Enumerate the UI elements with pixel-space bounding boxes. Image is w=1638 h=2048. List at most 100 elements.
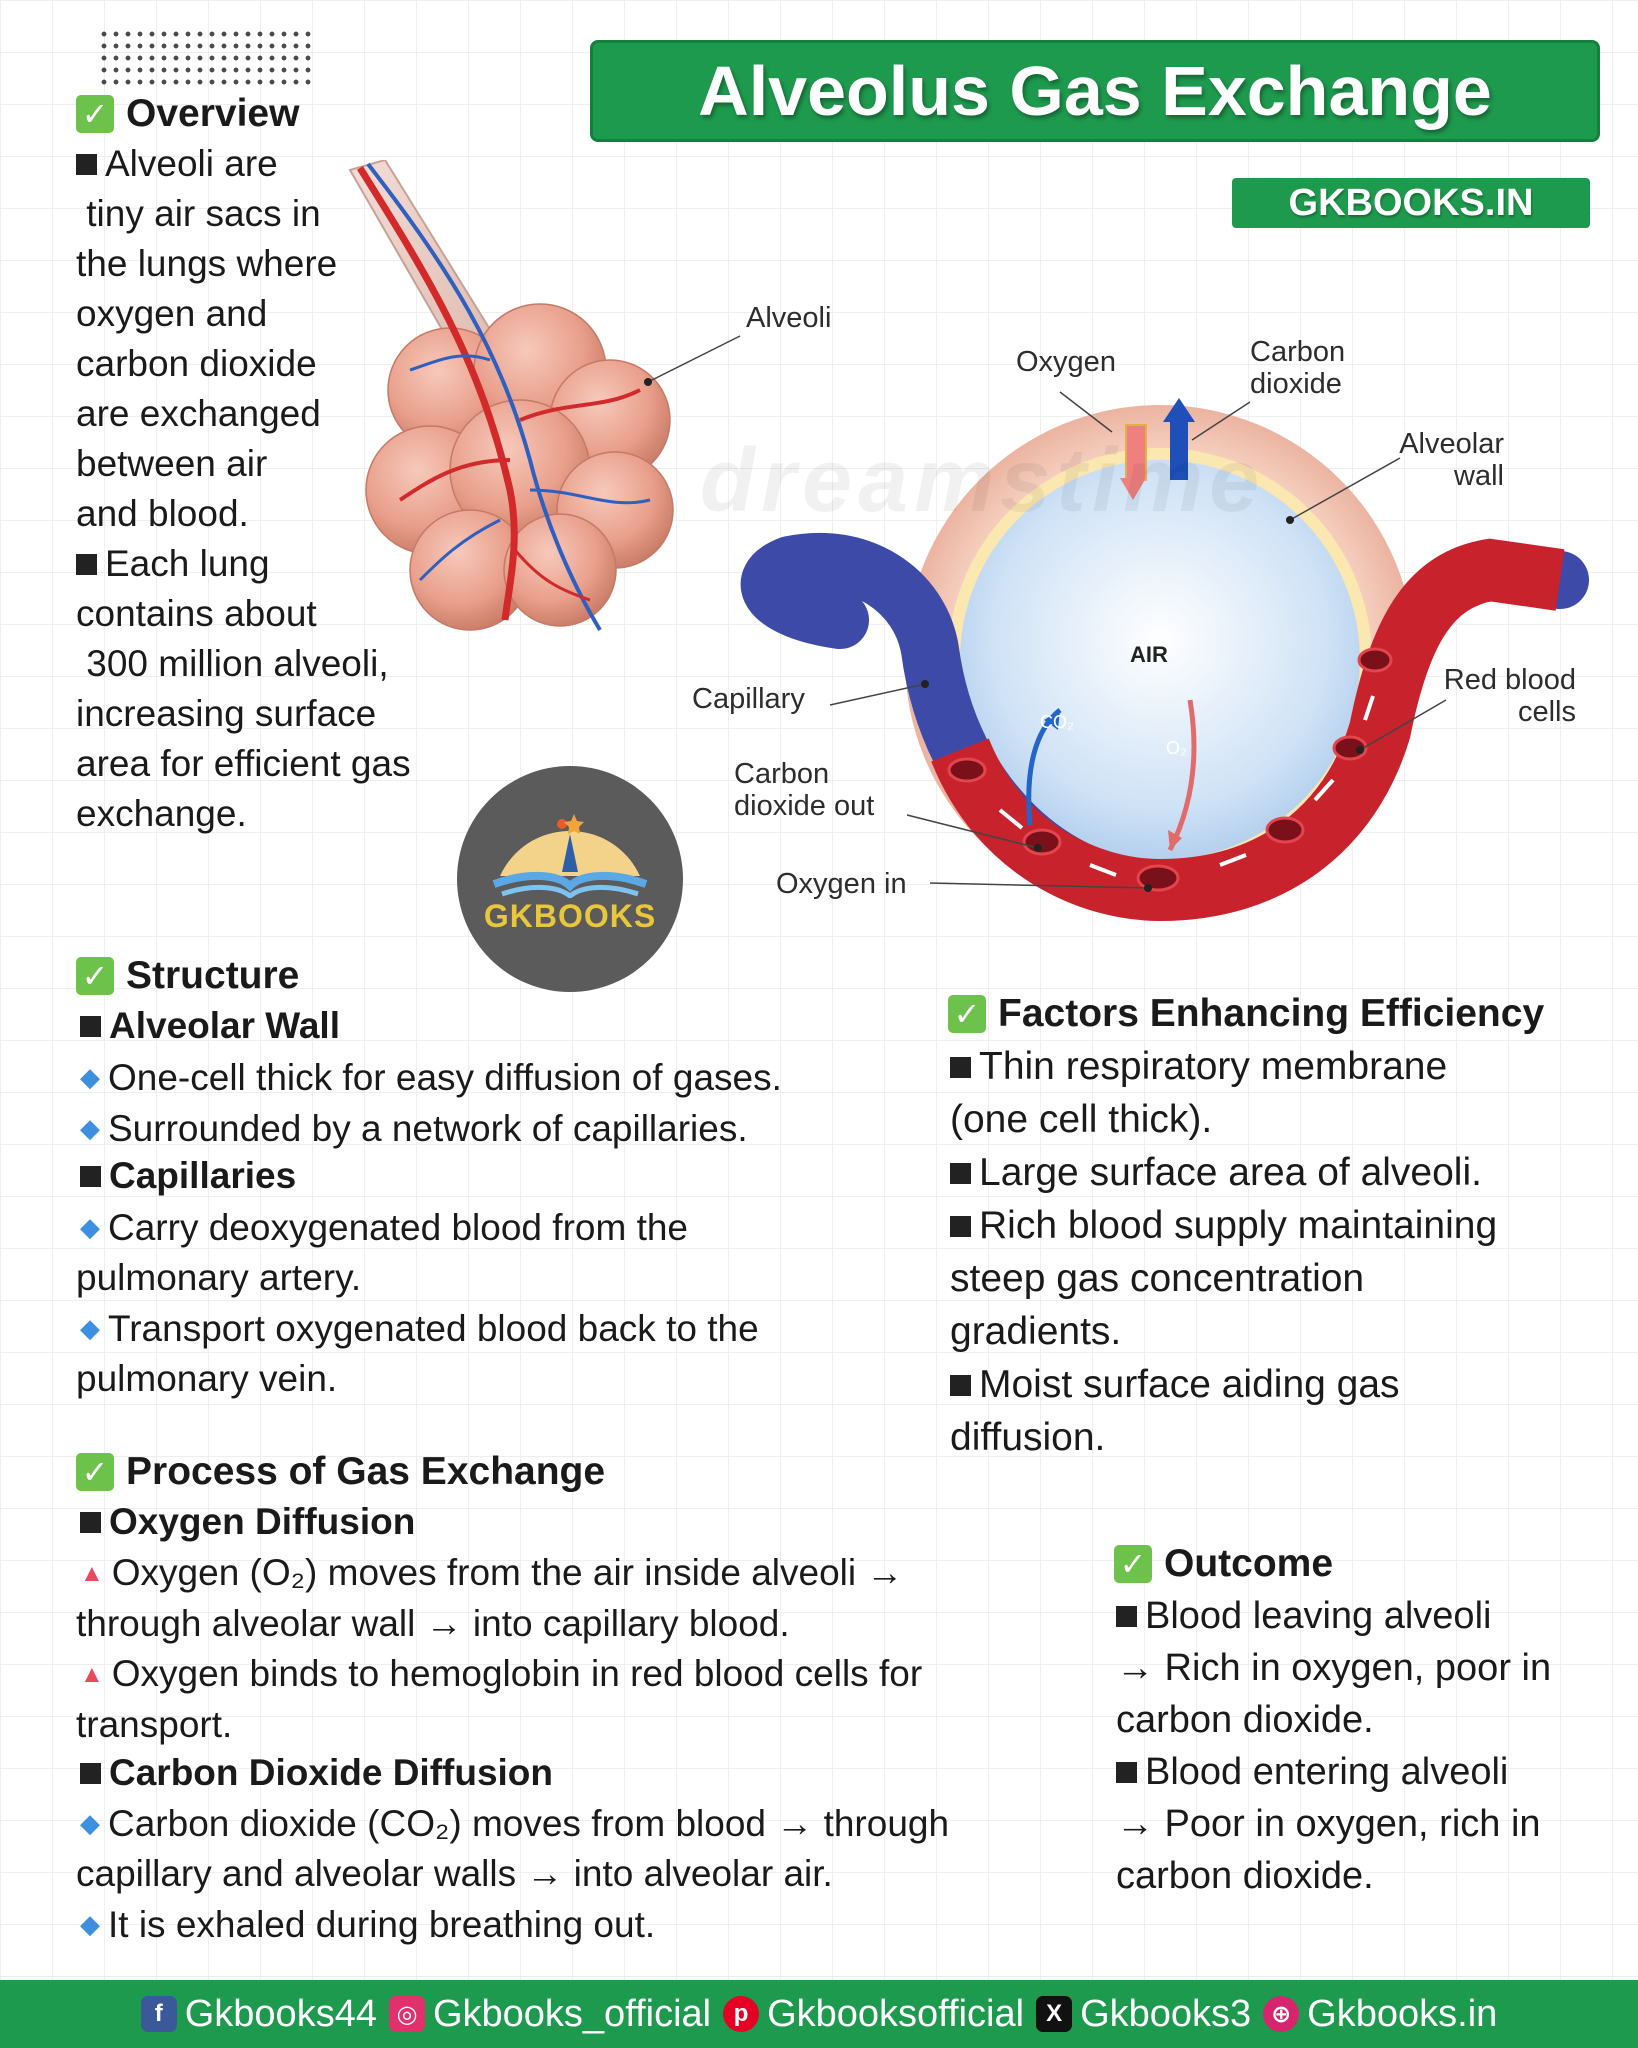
website-link[interactable]: ⊕ Gkbooks.in: [1263, 1993, 1497, 2036]
process-heading-label: Process of Gas Exchange: [126, 1450, 606, 1493]
check-icon: ✓: [76, 95, 114, 133]
square-bullet-icon: [80, 1166, 101, 1187]
label-co2: CO₂: [1040, 712, 1074, 732]
overview-line: are exchanged: [76, 393, 321, 434]
check-icon: ✓: [76, 957, 114, 995]
square-bullet-icon: [76, 154, 97, 175]
capillaries-bullets: ◆ Carry deoxygenated blood from the pulmo…: [76, 1202, 759, 1404]
list-item: It is exhaled during breathing out.: [108, 1904, 656, 1945]
label-alveolar-wall: Alveolar wall: [1399, 428, 1504, 492]
outcome-list: Blood leaving alveoli → Rich in oxygen, …: [1116, 1590, 1551, 1902]
page-title: Alveolus Gas Exchange: [590, 40, 1600, 142]
process-heading: ✓ Process of Gas Exchange: [76, 1450, 605, 1494]
label-carbon-dioxide-out: Carbon dioxide out: [734, 758, 875, 822]
square-bullet-icon: [80, 1016, 101, 1037]
square-bullet-icon: [1116, 1762, 1137, 1783]
label-red-blood-cells: Red blood cells: [1443, 664, 1576, 728]
list-item: Rich blood supply maintaining: [979, 1204, 1498, 1247]
capillaries-subheading: Capillaries: [80, 1155, 296, 1197]
label-air: AIR: [1130, 642, 1168, 667]
square-bullet-icon: [76, 554, 97, 575]
triangle-bullet-icon: ▲: [80, 1560, 104, 1587]
overview-line: Alveoli are: [105, 143, 278, 184]
globe-icon: ⊕: [1263, 1996, 1300, 2032]
site-badge[interactable]: GKBOOKS.IN: [1232, 178, 1590, 228]
pinterest-icon: p: [723, 1996, 760, 2032]
list-item: Oxygen (O₂) moves from the air inside al…: [111, 1552, 904, 1593]
square-bullet-icon: [950, 1163, 971, 1184]
instagram-link[interactable]: ◎ Gkbooks_official: [388, 1992, 712, 2036]
factors-heading-label: Factors Enhancing Efficiency: [998, 992, 1545, 1035]
gkbooks-logo: [457, 766, 683, 992]
overview-heading-label: Overview: [126, 92, 300, 135]
dot-pattern: [98, 28, 316, 86]
alveolar-wall-subheading: Alveolar Wall: [80, 1005, 340, 1047]
list-item: Thin respiratory membrane: [979, 1045, 1448, 1088]
square-bullet-icon: [950, 1216, 971, 1237]
co2-diffusion-text: ◆ Carbon dioxide (CO₂) moves from blood →…: [76, 1798, 949, 1950]
list-item-continuation: (one cell thick).: [950, 1098, 1213, 1141]
watermark-text: dreamstime: [700, 431, 1266, 531]
oxygen-diffusion-text: ▲ Oxygen (O₂) moves from the air inside a…: [76, 1548, 922, 1750]
alveoli-cluster-illustration: [348, 160, 674, 632]
overview-line: 300 million alveoli,: [76, 643, 389, 684]
list-item-continuation: diffusion.: [950, 1416, 1106, 1459]
alveoli-leader-line: [644, 335, 741, 386]
square-bullet-icon: [80, 1763, 101, 1784]
facebook-link[interactable]: f Gkbooks44: [140, 1992, 377, 2036]
facebook-handle: Gkbooks44: [184, 1992, 377, 2035]
diamond-bullet-icon: ◆: [80, 1808, 100, 1838]
overview-line: contains about: [76, 593, 317, 634]
check-icon: ✓: [948, 995, 986, 1033]
overview-text: Alveoli are tiny air sacs in the lungs w…: [76, 139, 496, 839]
list-item: Large surface area of alveoli.: [979, 1151, 1482, 1194]
overview-line: increasing surface: [76, 693, 377, 734]
outcome-heading-label: Outcome: [1164, 1542, 1334, 1585]
triangle-bullet-icon: ▲: [80, 1661, 104, 1688]
label-alveoli: Alveoli: [746, 302, 832, 334]
open-book-icon: [492, 814, 648, 898]
check-icon: ✓: [1114, 1545, 1152, 1583]
instagram-icon: ◎: [388, 1996, 425, 2032]
list-item-continuation: steep gas concentration: [950, 1257, 1365, 1300]
list-item-continuation: pulmonary vein.: [76, 1358, 338, 1399]
co2-diffusion-subheading: Carbon Dioxide Diffusion: [80, 1752, 553, 1794]
pinterest-handle: Gkbooksofficial: [767, 1992, 1025, 2035]
list-item-continuation: carbon dioxide.: [1116, 1699, 1374, 1741]
list-item-continuation: transport.: [76, 1704, 233, 1745]
overview-heading: ✓ Overview: [76, 92, 299, 136]
alveolar-wall-bullets: ◆One-cell thick for easy diffusion of ga…: [80, 1052, 782, 1154]
x-icon: X: [1036, 1996, 1073, 2032]
check-icon: ✓: [76, 1453, 114, 1491]
label-oxygen: Oxygen: [1016, 346, 1116, 378]
overview-line: carbon dioxide: [76, 343, 317, 384]
structure-heading-label: Structure: [126, 954, 300, 997]
list-item-continuation: → Poor in oxygen, rich in: [1116, 1803, 1541, 1845]
structure-heading: ✓ Structure: [76, 954, 299, 998]
website-url: Gkbooks.in: [1307, 1992, 1498, 2035]
list-item-continuation: capillary and alveolar walls → into alve…: [76, 1853, 833, 1894]
x-link[interactable]: X Gkbooks3: [1036, 1993, 1251, 2036]
instagram-handle: Gkbooks_official: [432, 1992, 712, 2035]
list-item-continuation: gradients.: [950, 1310, 1122, 1353]
overview-line: Each lung: [105, 543, 270, 584]
factors-list: Thin respiratory membrane (one cell thic…: [950, 1040, 1497, 1464]
overview-line: the lungs where: [76, 243, 338, 284]
factors-heading: ✓ Factors Enhancing Efficiency: [948, 992, 1544, 1036]
label-carbon-dioxide: Carbon dioxide: [1250, 336, 1346, 400]
oxygen-diffusion-subheading: Oxygen Diffusion: [80, 1501, 415, 1543]
label-o2: O₂: [1166, 738, 1187, 758]
square-bullet-icon: [1116, 1606, 1137, 1627]
diamond-bullet-icon: ◆: [80, 1212, 100, 1242]
overview-line: tiny air sacs in: [76, 193, 321, 234]
list-item: Blood entering alveoli: [1145, 1751, 1509, 1793]
overview-line: and blood.: [76, 493, 249, 534]
list-item: Carry deoxygenated blood from the: [108, 1207, 689, 1248]
list-item: Carbon dioxide (CO₂) moves from blood → …: [108, 1803, 950, 1844]
logo-text: GKBOOKS: [483, 898, 657, 934]
overview-line: oxygen and: [76, 293, 268, 334]
list-item: Oxygen binds to hemoglobin in red blood …: [111, 1653, 923, 1694]
diamond-bullet-icon: ◆: [80, 1113, 100, 1143]
diamond-bullet-icon: ◆: [80, 1313, 100, 1343]
pinterest-link[interactable]: p Gkbooksofficial: [723, 1993, 1024, 2036]
